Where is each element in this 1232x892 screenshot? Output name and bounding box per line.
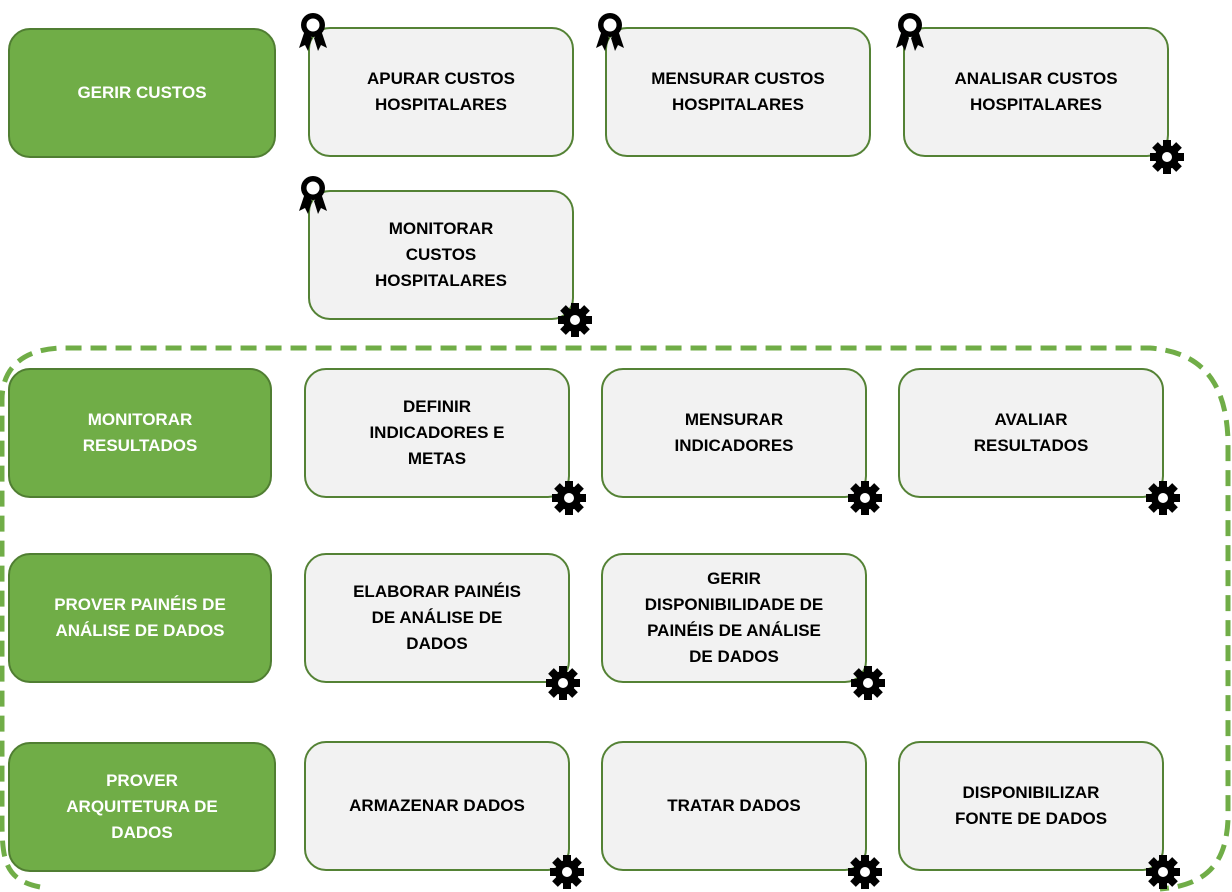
award-ribbon-icon <box>593 10 627 54</box>
award-ribbon-icon <box>296 173 330 217</box>
task-mensurar-custos[interactable]: MENSURAR CUSTOS HOSPITALARES <box>605 27 871 157</box>
task-elaborar-paineis[interactable]: ELABORAR PAINÉIS DE ANÁLISE DE DADOS <box>304 553 570 683</box>
gear-icon <box>1150 140 1184 174</box>
gear-icon <box>1146 855 1180 889</box>
gear-icon <box>552 481 586 515</box>
gear-icon <box>550 855 584 889</box>
task-gerir-disponibilidade[interactable]: GERIR DISPONIBILIDADE DE PAINÉIS DE ANÁL… <box>601 553 867 683</box>
task-disponibilizar-fonte[interactable]: DISPONIBILIZAR FONTE DE DADOS <box>898 741 1164 871</box>
award-ribbon-icon <box>893 10 927 54</box>
task-definir-indicadores[interactable]: DEFINIR INDICADORES E METAS <box>304 368 570 498</box>
task-mensurar-indicadores[interactable]: MENSURAR INDICADORES <box>601 368 867 498</box>
task-monitorar-custos[interactable]: MONITORAR CUSTOS HOSPITALARES <box>308 190 574 320</box>
award-ribbon-icon <box>296 10 330 54</box>
gear-icon <box>848 481 882 515</box>
group-prover-arquitetura[interactable]: PROVER ARQUITETURA DE DADOS <box>8 742 276 872</box>
gear-icon <box>546 666 580 700</box>
task-tratar-dados[interactable]: TRATAR DADOS <box>601 741 867 871</box>
task-apurar-custos[interactable]: APURAR CUSTOS HOSPITALARES <box>308 27 574 157</box>
group-prover-paineis[interactable]: PROVER PAINÉIS DE ANÁLISE DE DADOS <box>8 553 272 683</box>
gear-icon <box>848 855 882 889</box>
gear-icon <box>851 666 885 700</box>
task-armazenar-dados[interactable]: ARMAZENAR DADOS <box>304 741 570 871</box>
gear-icon <box>558 303 592 337</box>
task-analisar-custos[interactable]: ANALISAR CUSTOS HOSPITALARES <box>903 27 1169 157</box>
group-gerir-custos[interactable]: GERIR CUSTOS <box>8 28 276 158</box>
group-monitorar-resultados[interactable]: MONITORAR RESULTADOS <box>8 368 272 498</box>
task-avaliar-resultados[interactable]: AVALIAR RESULTADOS <box>898 368 1164 498</box>
gear-icon <box>1146 481 1180 515</box>
